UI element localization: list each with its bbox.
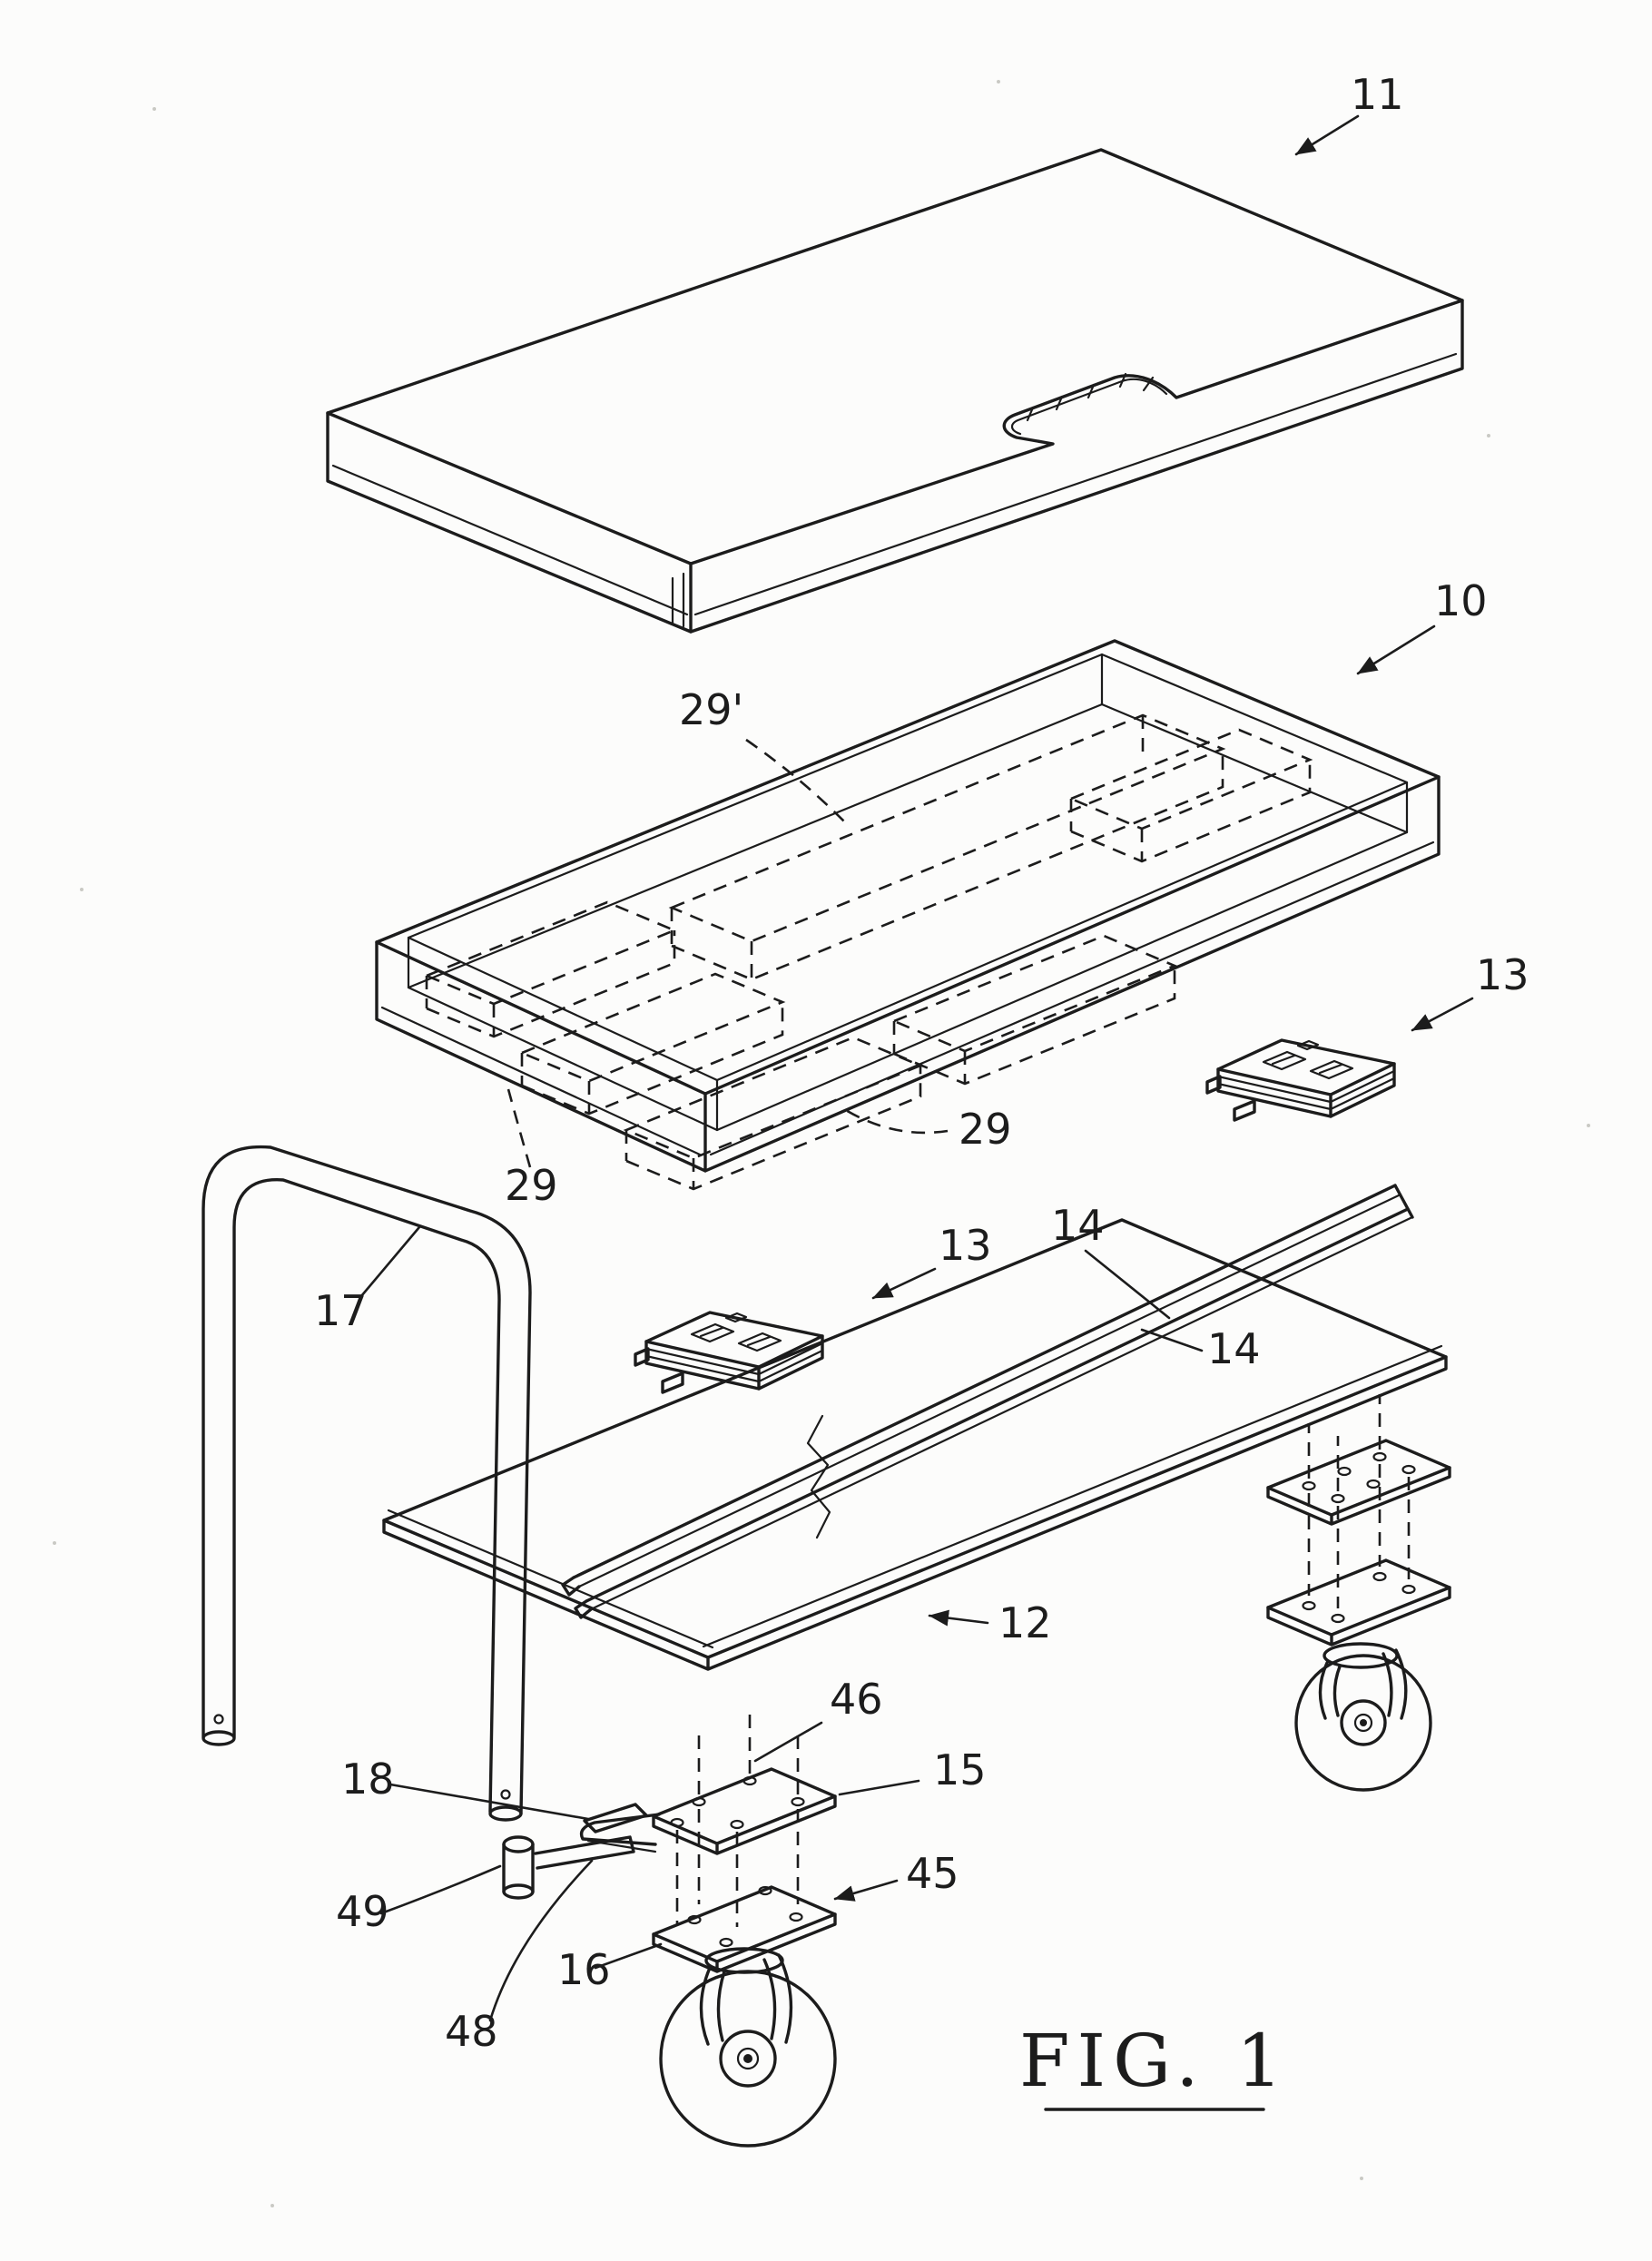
part-tray bbox=[375, 639, 1441, 1173]
figure-caption-text: FIG. 1 bbox=[1019, 2019, 1290, 2103]
wheel bbox=[1294, 1654, 1432, 1792]
caster-fork bbox=[1318, 1648, 1408, 1720]
callout-15: 15 bbox=[838, 1745, 987, 1796]
label-13-right: 13 bbox=[1476, 950, 1529, 999]
label-45: 45 bbox=[906, 1849, 959, 1898]
callout-10: 10 bbox=[1356, 576, 1488, 675]
callout-29-prime: 29' bbox=[679, 685, 845, 822]
rail-top-cap bbox=[1393, 1184, 1414, 1219]
wheel-hub bbox=[1340, 1699, 1387, 1746]
callout-13-right: 13 bbox=[1411, 950, 1529, 1032]
label-46: 46 bbox=[830, 1675, 883, 1724]
part-rail bbox=[561, 1184, 1414, 1619]
callout-29-right: 29 bbox=[843, 1105, 1012, 1154]
bracket-arm bbox=[579, 1813, 661, 1846]
right-caster-assembly bbox=[1266, 1394, 1451, 1792]
deck-hem-line bbox=[387, 1344, 1443, 1649]
callout-14-lower: 14 bbox=[1140, 1324, 1261, 1373]
callout-11: 11 bbox=[1294, 70, 1404, 156]
caster-fork bbox=[699, 1953, 793, 2046]
callout-18: 18 bbox=[341, 1755, 590, 1821]
screw-axes-lower bbox=[675, 1809, 800, 1927]
part-top-cover bbox=[326, 148, 1464, 634]
callout-16: 16 bbox=[557, 1942, 663, 1994]
label-49: 49 bbox=[336, 1887, 389, 1936]
mount-plate-top bbox=[1266, 1439, 1451, 1517]
cover-corner-seam bbox=[671, 572, 685, 628]
peg-49 bbox=[502, 1843, 535, 1893]
callout-48: 48 bbox=[445, 1859, 594, 2056]
label-16: 16 bbox=[557, 1945, 611, 1994]
label-18: 18 bbox=[341, 1755, 395, 1804]
axle-dot bbox=[1360, 1719, 1367, 1726]
scan-specks bbox=[53, 80, 1590, 2207]
callout-12: 12 bbox=[928, 1598, 1052, 1647]
tray-outer-walls bbox=[375, 775, 1441, 1173]
caster-plate bbox=[1266, 1558, 1451, 1637]
part-latch-right bbox=[1205, 1038, 1396, 1122]
label-29-prime: 29' bbox=[679, 685, 743, 734]
callout-46: 46 bbox=[753, 1675, 883, 1763]
screw-axes-lower bbox=[1307, 1464, 1411, 1608]
cover-notch-hatch bbox=[1026, 372, 1155, 422]
label-11: 11 bbox=[1351, 70, 1404, 119]
handle-inner bbox=[232, 1178, 501, 1814]
cover-top-face bbox=[326, 148, 1464, 565]
rail-end-profile bbox=[561, 1576, 593, 1619]
wheel-hub bbox=[719, 2030, 777, 2088]
handle-outer bbox=[202, 1145, 532, 1815]
callout-13-left: 13 bbox=[871, 1221, 992, 1300]
label-10: 10 bbox=[1434, 576, 1488, 625]
label-12: 12 bbox=[998, 1598, 1052, 1647]
screw-axes-upper bbox=[1307, 1394, 1382, 1491]
deck-break-line bbox=[806, 1414, 831, 1539]
label-48: 48 bbox=[445, 2007, 498, 2056]
axle-dot bbox=[743, 2054, 752, 2063]
strap-48 bbox=[534, 1835, 635, 1870]
figure-caption: FIG. 1 bbox=[1019, 2019, 1290, 2111]
wheel bbox=[659, 1970, 837, 2148]
label-29-left: 29 bbox=[505, 1161, 558, 1210]
tray-floor bbox=[407, 703, 1409, 1132]
deck-thickness bbox=[382, 1355, 1448, 1671]
callout-49: 49 bbox=[336, 1864, 502, 1936]
cover-sides bbox=[326, 299, 1464, 634]
handle-foot-right bbox=[488, 1805, 523, 1822]
callout-14-upper: 14 bbox=[1051, 1201, 1171, 1320]
deck-top-face bbox=[382, 1218, 1448, 1659]
label-13-left: 13 bbox=[939, 1221, 992, 1270]
handle-foot-left bbox=[202, 1730, 236, 1746]
label-14-lower: 14 bbox=[1207, 1324, 1261, 1373]
part-deck bbox=[382, 1218, 1448, 1671]
callout-17: 17 bbox=[314, 1225, 421, 1335]
callout-45: 45 bbox=[833, 1849, 959, 1902]
label-29-right: 29 bbox=[959, 1105, 1012, 1154]
callout-29-left: 29 bbox=[505, 1088, 558, 1210]
part-handle bbox=[202, 1145, 532, 1822]
lock-bar-18 bbox=[583, 1803, 648, 1833]
label-15: 15 bbox=[933, 1745, 987, 1794]
label-14-upper: 14 bbox=[1051, 1201, 1105, 1250]
label-17: 17 bbox=[314, 1286, 368, 1335]
tray-compartments bbox=[423, 713, 1313, 1191]
screw-axes-upper bbox=[697, 1707, 800, 1794]
cover-edge-seam bbox=[331, 352, 1458, 616]
cover-notch-inner bbox=[1010, 378, 1168, 436]
tray-inner-corners bbox=[407, 653, 1409, 1132]
bottom-caster-assembly bbox=[502, 1707, 837, 2148]
